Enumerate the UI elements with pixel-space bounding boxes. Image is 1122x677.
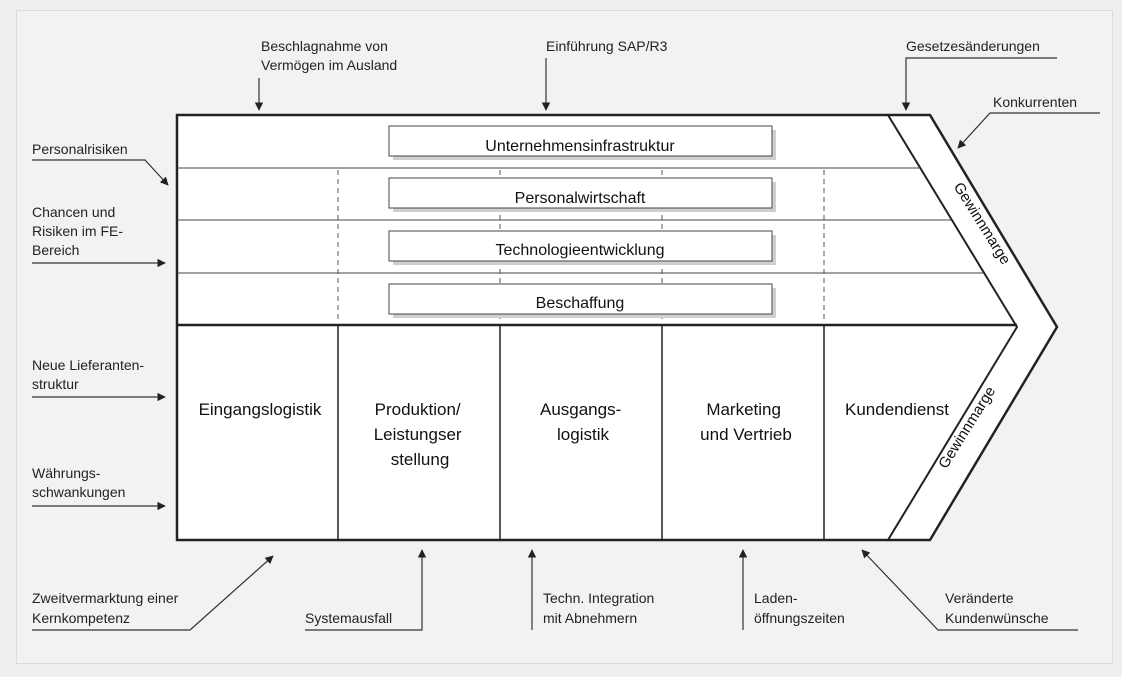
risk-zweitvermarktung: Zweitvermarktung einer Kernkompetenz [32,590,182,626]
support-label: Technologieentwicklung [496,242,665,259]
risk-waehrungsschwankungen: Währungs- schwankungen [32,465,125,500]
risk-techn-integration: Techn. Integration mit Abnehmern [543,590,658,626]
leader-gesetz [901,57,1057,111]
primary-activity-eingangslogistik: Eingangslogistik [199,400,322,419]
leader-systemausfall [305,549,427,631]
primary-activity-ausgangslogistik: Ausgangs- logistik [540,400,626,444]
risk-lieferantenstruktur: Neue Lieferanten- struktur [32,357,148,392]
support-label: Personalwirtschaft [515,190,646,207]
support-activity-technologieentwicklung: Technologieentwicklung [388,230,776,265]
support-label: Beschaffung [536,295,625,312]
support-activity-beschaffung: Beschaffung [388,283,776,318]
risk-systemausfall: Systemausfall [305,610,392,626]
primary-activity-marketing-vertrieb: Marketing und Vertrieb [700,400,792,444]
margin-inner-line [887,114,1019,541]
risk-konkurrenten: Konkurrenten [993,94,1077,110]
risk-personalrisiken: Personalrisiken [32,141,128,157]
leader-konkurrenten [957,112,1100,149]
risk-sap-r3: Einführung SAP/R3 [546,38,668,54]
leader-kundenwuensche [861,549,1078,631]
leader-zweitvermarktung [32,555,274,631]
primary-activity-kundendienst: Kundendienst [845,400,949,419]
risk-gesetzesaenderungen: Gesetzesänderungen [906,38,1040,54]
risk-kundenwuensche: Veränderte Kundenwünsche [945,590,1049,626]
support-activity-personalwirtschaft: Personalwirtschaft [388,177,776,212]
risk-beschlagnahme: Beschlagnahme von Vermögen im Ausland [261,38,397,73]
support-label: Unternehmensinfrastruktur [485,138,675,155]
support-activity-unternehmensinfrastruktur: Unternehmensinfrastruktur [388,125,776,160]
primary-activity-produktion: Produktion/ Leistungser stellung [374,400,467,469]
value-chain-outline [175,113,1059,542]
leader-personalrisiken [32,159,169,186]
risk-fe-bereich: Chancen und Risiken im FE- Bereich [32,204,127,258]
risk-ladenoeffnungszeiten: Laden- öffnungszeiten [754,590,845,626]
